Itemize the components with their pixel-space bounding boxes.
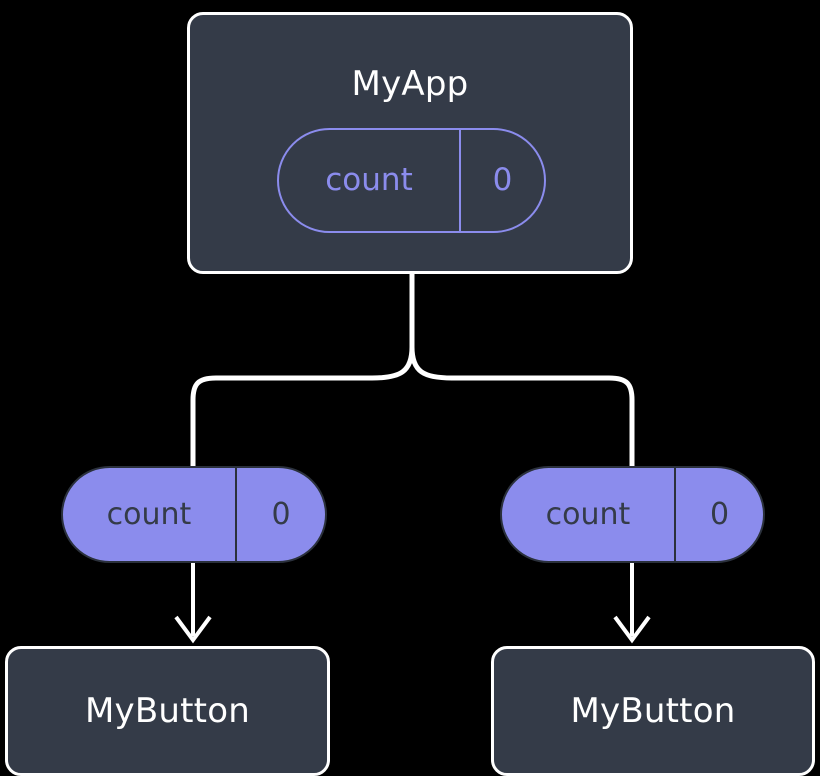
- state-pill-child-left-key: count: [106, 496, 192, 532]
- state-pill-child-right-value: 0: [674, 468, 763, 561]
- node-myapp-label: MyApp: [351, 64, 469, 104]
- state-pill-child-right[interactable]: count 0: [500, 466, 765, 563]
- state-pill-child-left-value: 0: [235, 468, 325, 561]
- node-mybutton-left[interactable]: MyButton: [5, 646, 330, 776]
- wire-fork-left: [190, 346, 415, 466]
- node-mybutton-right-label: MyButton: [570, 691, 736, 731]
- state-pill-child-left[interactable]: count 0: [61, 466, 327, 563]
- node-mybutton-right[interactable]: MyButton: [491, 646, 815, 776]
- state-pill-root-value: 0: [459, 130, 544, 231]
- wire-fork-right: [409, 346, 635, 466]
- state-pill-child-right-key: count: [545, 496, 631, 532]
- arrow-head-right-icon: [613, 615, 651, 644]
- state-pill-root[interactable]: count 0: [277, 128, 546, 233]
- state-pill-root-key: count: [325, 162, 413, 198]
- node-mybutton-left-label: MyButton: [85, 691, 250, 731]
- arrow-head-left-icon: [174, 615, 212, 644]
